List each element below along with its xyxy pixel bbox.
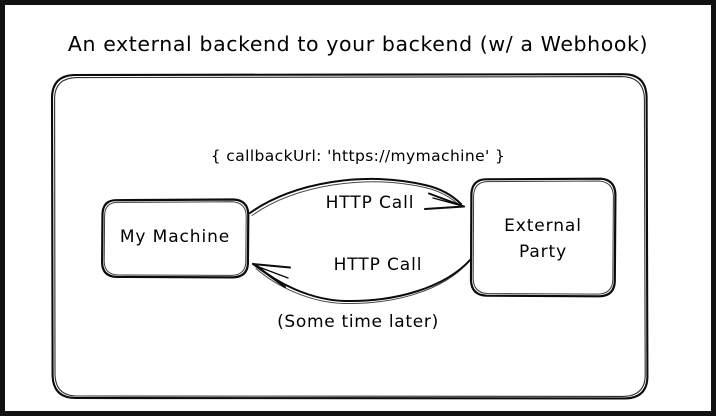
- node-external-party-label-line2: Party: [518, 242, 568, 262]
- edge-webhook-callback-arrow: [252, 258, 472, 305]
- timing-note: (Some time later): [5, 312, 711, 332]
- edge-webhook-callback-label-text: HTTP Call: [333, 255, 423, 275]
- node-external-party-label: External Party: [471, 213, 615, 265]
- edge-request-arrow: [249, 178, 465, 216]
- edge-request-label-text: HTTP Call: [325, 193, 415, 213]
- node-my-machine-label: My Machine: [102, 227, 248, 247]
- diagram-svg: [50, 73, 649, 400]
- payload-annotation-text: { callbackUrl: 'https://mymachine' }: [210, 147, 506, 165]
- timing-note-text: (Some time later): [277, 312, 439, 332]
- outer-container-shape: [50, 73, 649, 400]
- node-my-machine-shape: [101, 198, 250, 279]
- edge-webhook-callback-label: HTTP Call: [293, 255, 463, 275]
- edge-request-label: HTTP Call: [285, 193, 455, 213]
- diagram-title: An external backend to your backend (w/ …: [5, 32, 711, 56]
- node-external-party-label-line1: External: [504, 216, 582, 236]
- node-my-machine-label-text: My Machine: [119, 227, 231, 247]
- payload-annotation: { callbackUrl: 'https://mymachine' }: [5, 146, 711, 165]
- node-external-party-shape: [469, 177, 617, 298]
- diagram-title-text: An external backend to your backend (w/ …: [67, 32, 649, 56]
